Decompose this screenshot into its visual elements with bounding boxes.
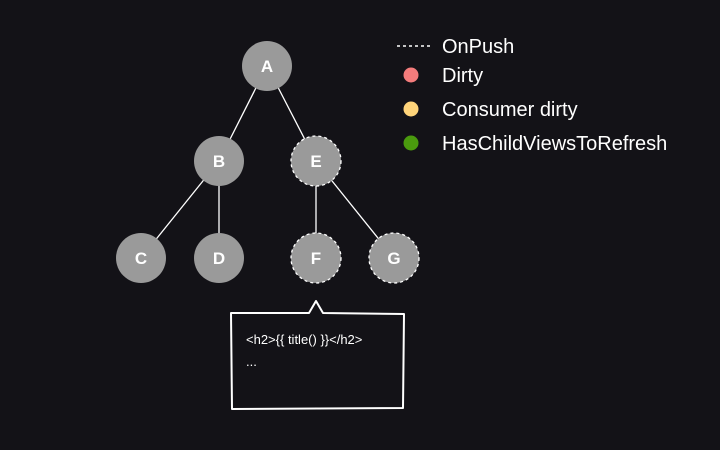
- node-label: G: [387, 249, 400, 268]
- node-label: C: [135, 249, 147, 268]
- legend-label-has-child-views: HasChildViewsToRefresh: [442, 133, 667, 155]
- dirty-dot-icon: [403, 67, 419, 83]
- node-circle: [194, 233, 244, 283]
- legend-label-dirty: Dirty: [442, 65, 483, 87]
- tree-edges: [140, 65, 395, 259]
- node-circle: [290, 135, 342, 187]
- node-circle: [290, 232, 342, 284]
- tree-node-b: B: [194, 136, 244, 186]
- node-label: D: [213, 249, 225, 268]
- node-circle: [368, 232, 420, 284]
- legend: OnPush Dirty Consumer dirty HasChildView…: [397, 36, 667, 155]
- tree-node-c: C: [116, 233, 166, 283]
- legend-item-dirty: Dirty: [403, 65, 483, 87]
- legend-label-consumer-dirty: Consumer dirty: [442, 99, 578, 121]
- node-circle: [116, 233, 166, 283]
- legend-item-consumer-dirty: Consumer dirty: [403, 99, 578, 121]
- tree-node-f: F: [290, 232, 342, 284]
- template-callout: <h2>{{ title() }}</h2> ...: [230, 300, 405, 410]
- legend-item-has-child-views: HasChildViewsToRefresh: [403, 133, 667, 155]
- node-label: E: [310, 152, 321, 171]
- node-label: B: [213, 152, 225, 171]
- node-label: F: [311, 249, 321, 268]
- callout-box: [230, 300, 405, 410]
- legend-item-onpush: OnPush: [397, 36, 514, 58]
- consumer-dirty-dot-icon: [403, 101, 419, 117]
- node-circle: [194, 136, 244, 186]
- tree-node-d: D: [194, 233, 244, 283]
- template-code-line-2: ...: [246, 354, 257, 369]
- tree-node-a: A: [242, 41, 292, 91]
- node-circle: [242, 41, 292, 91]
- tree-node-e: E: [290, 135, 342, 187]
- has-child-views-dot-icon: [403, 135, 419, 151]
- legend-label-onpush: OnPush: [442, 36, 514, 58]
- node-label: A: [261, 57, 273, 76]
- template-code-line-1: <h2>{{ title() }}</h2>: [246, 332, 362, 347]
- tree-node-g: G: [368, 232, 420, 284]
